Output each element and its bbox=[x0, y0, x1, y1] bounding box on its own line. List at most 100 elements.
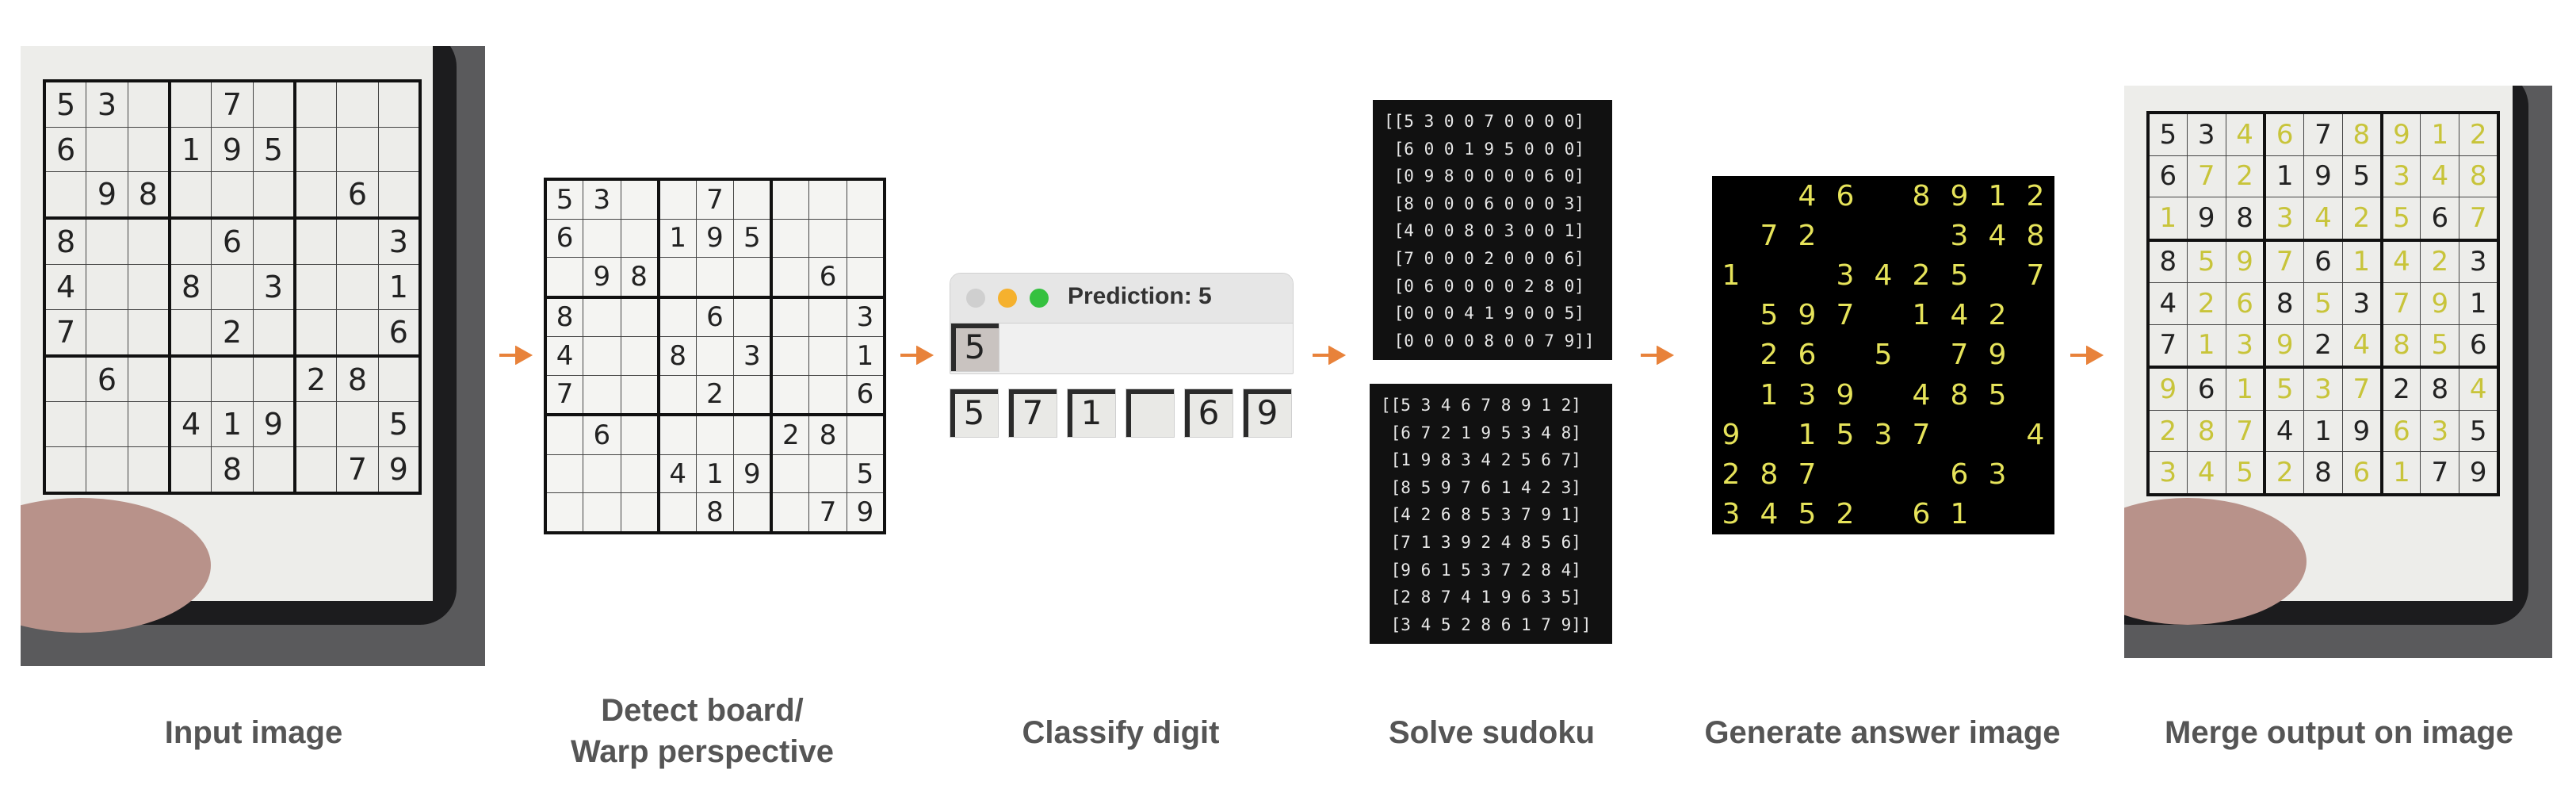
answer-cell: 4 bbox=[1798, 179, 1817, 212]
sudoku-cell bbox=[808, 336, 847, 376]
sudoku-cell bbox=[808, 177, 847, 220]
hand-output bbox=[2124, 498, 2307, 625]
sudoku-cell: 7 bbox=[2186, 155, 2226, 197]
sudoku-cell: 2 bbox=[211, 308, 254, 357]
sudoku-cell: 6 bbox=[583, 413, 621, 455]
close-window-dot[interactable] bbox=[966, 289, 985, 308]
sudoku-cell: 5 bbox=[2263, 366, 2304, 411]
sudoku-cell: 8 bbox=[808, 413, 847, 455]
answer-cell: 6 bbox=[1836, 179, 1855, 212]
sudoku-cell: 9 bbox=[2379, 110, 2421, 156]
answer-cell: 7 bbox=[1798, 458, 1817, 492]
sudoku-cell bbox=[656, 492, 697, 535]
sudoku-cell: 6 bbox=[2379, 409, 2421, 453]
label-generate-answer: Generate answer image bbox=[1704, 715, 2061, 750]
answer-cell: 9 bbox=[1722, 418, 1741, 451]
answer-cell: 5 bbox=[1836, 418, 1855, 451]
digit-crop: 5 bbox=[950, 389, 999, 438]
sudoku-cell bbox=[583, 454, 621, 494]
answer-cell bbox=[1712, 375, 1750, 415]
answer-cell: 4 bbox=[2026, 418, 2045, 451]
sudoku-cell: 2 bbox=[695, 374, 735, 415]
sudoku-cell: 9 bbox=[86, 171, 128, 219]
sudoku-cell bbox=[620, 492, 659, 535]
sudoku-cell: 9 bbox=[2303, 155, 2344, 197]
sudoku-cell: 6 bbox=[211, 216, 254, 266]
sudoku-cell: 1 bbox=[2146, 196, 2188, 241]
sudoku-cell: 3 bbox=[2146, 451, 2188, 497]
answer-cell bbox=[1712, 216, 1750, 255]
answer-cell: 1 bbox=[1988, 179, 2007, 212]
sudoku-cell bbox=[733, 257, 772, 298]
answer-cell bbox=[1712, 296, 1750, 335]
sudoku-cell bbox=[252, 446, 296, 495]
sudoku-cell bbox=[695, 413, 735, 455]
sudoku-cell bbox=[292, 216, 338, 266]
answer-cell: 4 bbox=[1760, 498, 1779, 531]
sudoku-cell: 6 bbox=[2225, 282, 2265, 325]
sudoku-cell: 9 bbox=[583, 257, 621, 298]
sudoku-cell: 5 bbox=[2459, 409, 2501, 453]
answer-cell bbox=[1864, 495, 1902, 534]
answer-cell bbox=[1864, 375, 1902, 415]
sudoku-cell bbox=[292, 446, 338, 495]
sudoku-cell bbox=[167, 216, 212, 266]
sudoku-cell bbox=[770, 295, 810, 338]
sudoku-cell bbox=[167, 308, 212, 357]
sudoku-cell bbox=[620, 413, 659, 455]
sudoku-cell: 8 bbox=[2303, 451, 2344, 497]
sudoku-cell bbox=[620, 295, 659, 338]
answer-cell bbox=[2016, 495, 2054, 534]
answer-cell: 2 bbox=[1988, 299, 2007, 332]
sudoku-cell: 2 bbox=[2303, 324, 2344, 368]
label-classify-digit: Classify digit bbox=[1022, 715, 1220, 750]
answer-cell: 2 bbox=[1912, 259, 1931, 293]
sudoku-cell: 4 bbox=[167, 401, 212, 447]
answer-cell: 1 bbox=[1760, 378, 1779, 412]
answer-cell: 9 bbox=[1950, 179, 1969, 212]
sudoku-cell bbox=[377, 354, 422, 403]
sudoku-cell: 4 bbox=[2459, 366, 2501, 411]
sudoku-cell bbox=[127, 401, 170, 447]
sudoku-cell bbox=[167, 78, 212, 128]
sudoku-cell: 7 bbox=[2263, 238, 2304, 284]
sudoku-cell bbox=[770, 374, 810, 415]
minimize-window-dot[interactable] bbox=[998, 289, 1017, 308]
answer-cell bbox=[1978, 415, 2016, 454]
sudoku-cell bbox=[583, 336, 621, 376]
answer-cell: 7 bbox=[1760, 219, 1779, 252]
sudoku-cell: 6 bbox=[43, 126, 87, 173]
sudoku-cell: 6 bbox=[377, 308, 422, 357]
sudoku-cell bbox=[167, 446, 212, 495]
answer-cell: 1 bbox=[1798, 418, 1817, 451]
answer-cell: 4 bbox=[1950, 299, 1969, 332]
sudoku-cell bbox=[808, 295, 847, 338]
sudoku-cell bbox=[43, 401, 87, 447]
answer-cell bbox=[1750, 255, 1788, 295]
sudoku-cell: 8 bbox=[2263, 282, 2304, 325]
sudoku-cell bbox=[656, 374, 697, 415]
sudoku-cell bbox=[86, 264, 128, 310]
sudoku-cell bbox=[127, 446, 170, 495]
sudoku-cell bbox=[127, 216, 170, 266]
prediction-window: Prediction: 5 5 bbox=[950, 273, 1294, 374]
sudoku-cell bbox=[211, 264, 254, 310]
sudoku-cell: 4 bbox=[2146, 282, 2188, 325]
sudoku-cell: 3 bbox=[2186, 110, 2226, 156]
answer-cell: 3 bbox=[1874, 418, 1893, 451]
answer-cell: 7 bbox=[1836, 299, 1855, 332]
zoom-window-dot[interactable] bbox=[1030, 289, 1049, 308]
answer-cell: 5 bbox=[1874, 339, 1893, 372]
answer-cell: 6 bbox=[1798, 339, 1817, 372]
answer-cell: 2 bbox=[1760, 339, 1779, 372]
sudoku-cell bbox=[544, 454, 584, 494]
answer-cell: 7 bbox=[2026, 259, 2045, 293]
sudoku-cell bbox=[86, 216, 128, 266]
answer-cell: 4 bbox=[1912, 378, 1931, 412]
sudoku-cell: 2 bbox=[2342, 196, 2383, 241]
sudoku-cell bbox=[336, 264, 379, 310]
window-title-bar: Prediction: 5 bbox=[950, 274, 1293, 324]
sudoku-cell bbox=[620, 454, 659, 494]
